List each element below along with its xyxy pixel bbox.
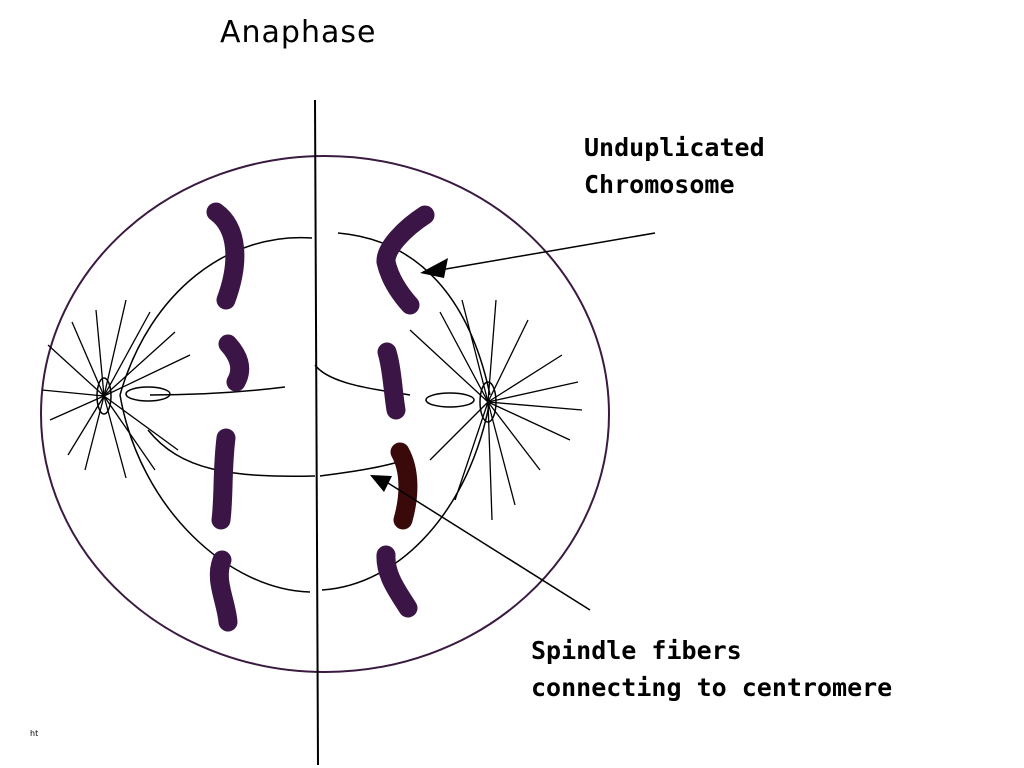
cell-midline [314,99,319,766]
left-centrosome [96,377,171,415]
left-chromosomes [206,202,250,632]
unduplicated-label-line2: Chromosome [584,170,735,199]
spindle-label-line2: connecting to centromere [531,673,893,702]
corner-mark: ht [30,729,39,738]
chromosome-right-1 [376,205,435,315]
unduplicated-label-line1: Unduplicated [584,133,765,162]
chromosome-left-2 [218,334,250,392]
unduplicated-chromosome-pointer [420,232,656,278]
spindle-fiber-pointer [370,475,591,611]
chromosome-right-2 [377,342,406,420]
chromosome-right-4 [376,545,418,618]
chromosome-left-1 [206,202,245,310]
right-aster-fibers [409,299,583,521]
chromosome-left-4 [209,550,238,632]
spindle-fibers-label: Spindle fibers connecting to centromere [531,632,892,706]
left-aster-fibers [41,299,191,479]
spindle-label-line1: Spindle fibers [531,636,742,665]
right-chromosomes [376,205,435,618]
right-centrosome [425,381,497,423]
spindle-outline [119,232,491,593]
cell-membrane [40,155,610,673]
chromosome-left-3 [211,428,236,530]
chromosome-right-3-highlighted [390,442,418,530]
diagram-title: Anaphase [220,15,377,50]
unduplicated-chromosome-label: Unduplicated Chromosome [584,129,765,203]
